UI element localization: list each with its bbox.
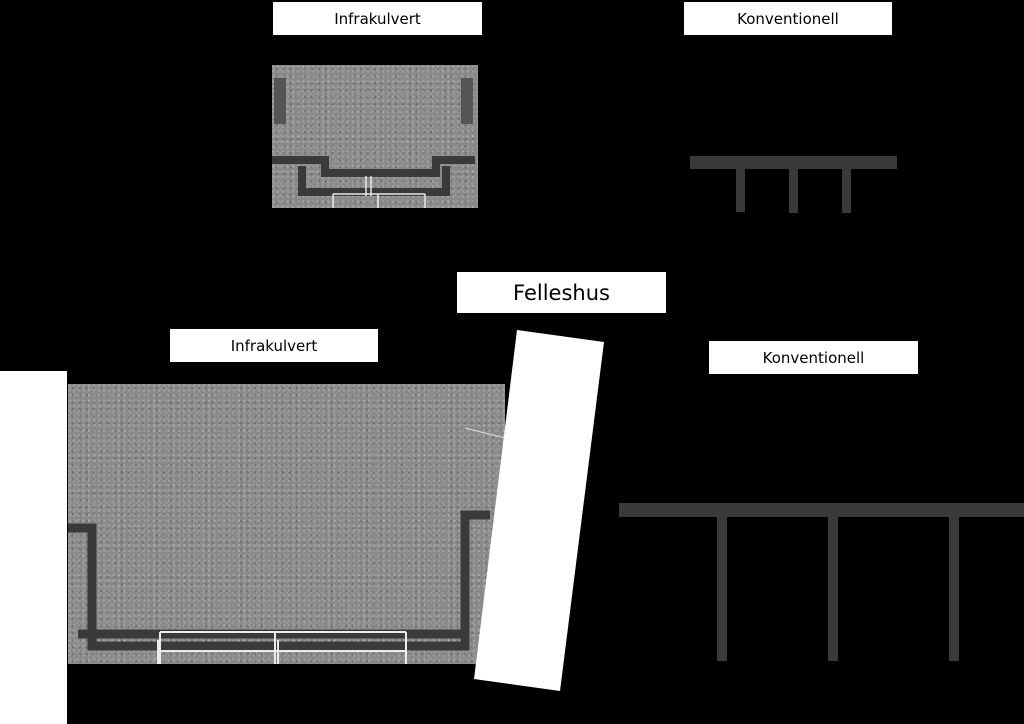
felleshus-building xyxy=(474,330,604,691)
bottom-konventionell-label: Konventionell xyxy=(709,341,918,374)
top-konventionell-label: Konventionell xyxy=(684,2,892,35)
top-infrakulvert-label: Infrakulvert xyxy=(273,2,482,35)
left-building-wall xyxy=(0,371,67,724)
top-conv-branch xyxy=(789,169,798,213)
bottom-conv-branch xyxy=(949,517,959,661)
bottom-conv-main xyxy=(619,503,1024,517)
felleshus-edge-mark xyxy=(464,427,506,439)
top-konventionell-pipes xyxy=(690,156,897,213)
top-conv-branch xyxy=(736,169,745,212)
bottom-infrakulvert-tunnel xyxy=(68,384,505,664)
bottom-konventionell-pipes xyxy=(619,503,1024,661)
top-conv-main xyxy=(690,156,897,169)
top-left-column xyxy=(274,78,286,124)
bottom-infrakulvert-label: Infrakulvert xyxy=(170,329,378,362)
bottom-conv-branch xyxy=(717,517,727,661)
top-conv-branch xyxy=(842,169,851,213)
felleshus-label: Felleshus xyxy=(457,272,666,313)
top-infrakulvert-rails xyxy=(332,176,426,208)
bottom-infrakulvert-rails xyxy=(157,631,407,664)
bottom-infrakulvert-pipes xyxy=(68,510,490,651)
bottom-conv-branch xyxy=(828,517,838,661)
top-infrakulvert-pipes xyxy=(272,156,475,196)
top-right-column xyxy=(461,78,473,124)
